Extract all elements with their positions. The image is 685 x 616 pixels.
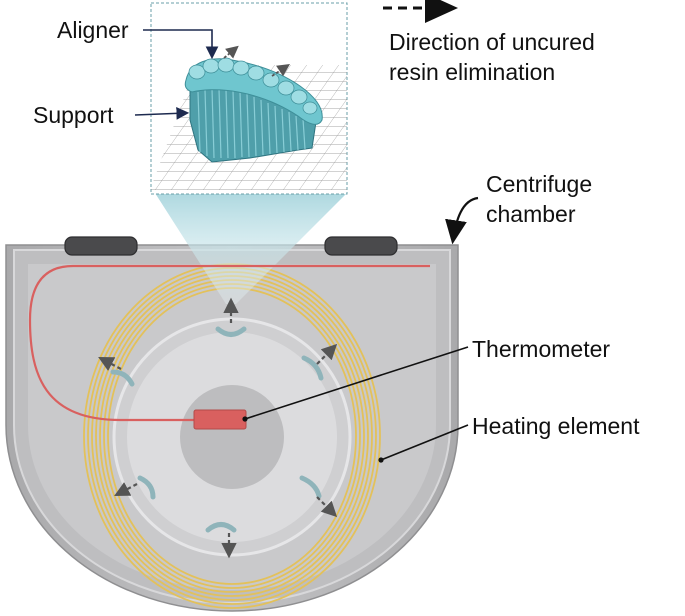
thermometer-label: Thermometer (472, 336, 610, 362)
aligner-holder-icon (114, 475, 156, 500)
thermometer-callout: Thermometer (242, 336, 610, 422)
centrifuge-callout: Centrifuge chamber (445, 171, 592, 245)
aligner-holder-icon (299, 475, 338, 518)
thermometer-probe (193, 409, 247, 430)
heating-element-callout: Heating element (378, 413, 640, 463)
aligner-inset (150, 2, 348, 195)
thermometer-wire (28, 264, 430, 422)
support-callout: Support (33, 102, 190, 128)
legend-label-line2: resin elimination (389, 59, 555, 85)
rotating-platform (112, 317, 352, 557)
magnification-beam (155, 193, 347, 304)
centrifuge-label-line2: chamber (486, 201, 576, 227)
aligner-callout: Aligner (57, 17, 219, 60)
aligner-holders (98, 297, 338, 559)
aligner-holder-icon (215, 297, 247, 337)
inset-arrow (223, 45, 239, 59)
aligner-holder-icon (301, 343, 338, 381)
aligner-label: Aligner (57, 17, 129, 43)
heating-element-label: Heating element (472, 413, 640, 439)
aligner-holder-icon (205, 522, 237, 559)
legend: Direction of uncured resin elimination (383, 0, 595, 85)
lid-hinge-right (324, 236, 398, 256)
legend-label-line1: Direction of uncured (389, 29, 595, 55)
center-hub (180, 385, 284, 489)
centrifuge-label-line1: Centrifuge (486, 171, 592, 197)
aligner-holder-icon (98, 356, 135, 387)
support-label: Support (33, 102, 114, 128)
inset-arrow (271, 64, 290, 77)
lid-hinge-left (64, 236, 138, 256)
